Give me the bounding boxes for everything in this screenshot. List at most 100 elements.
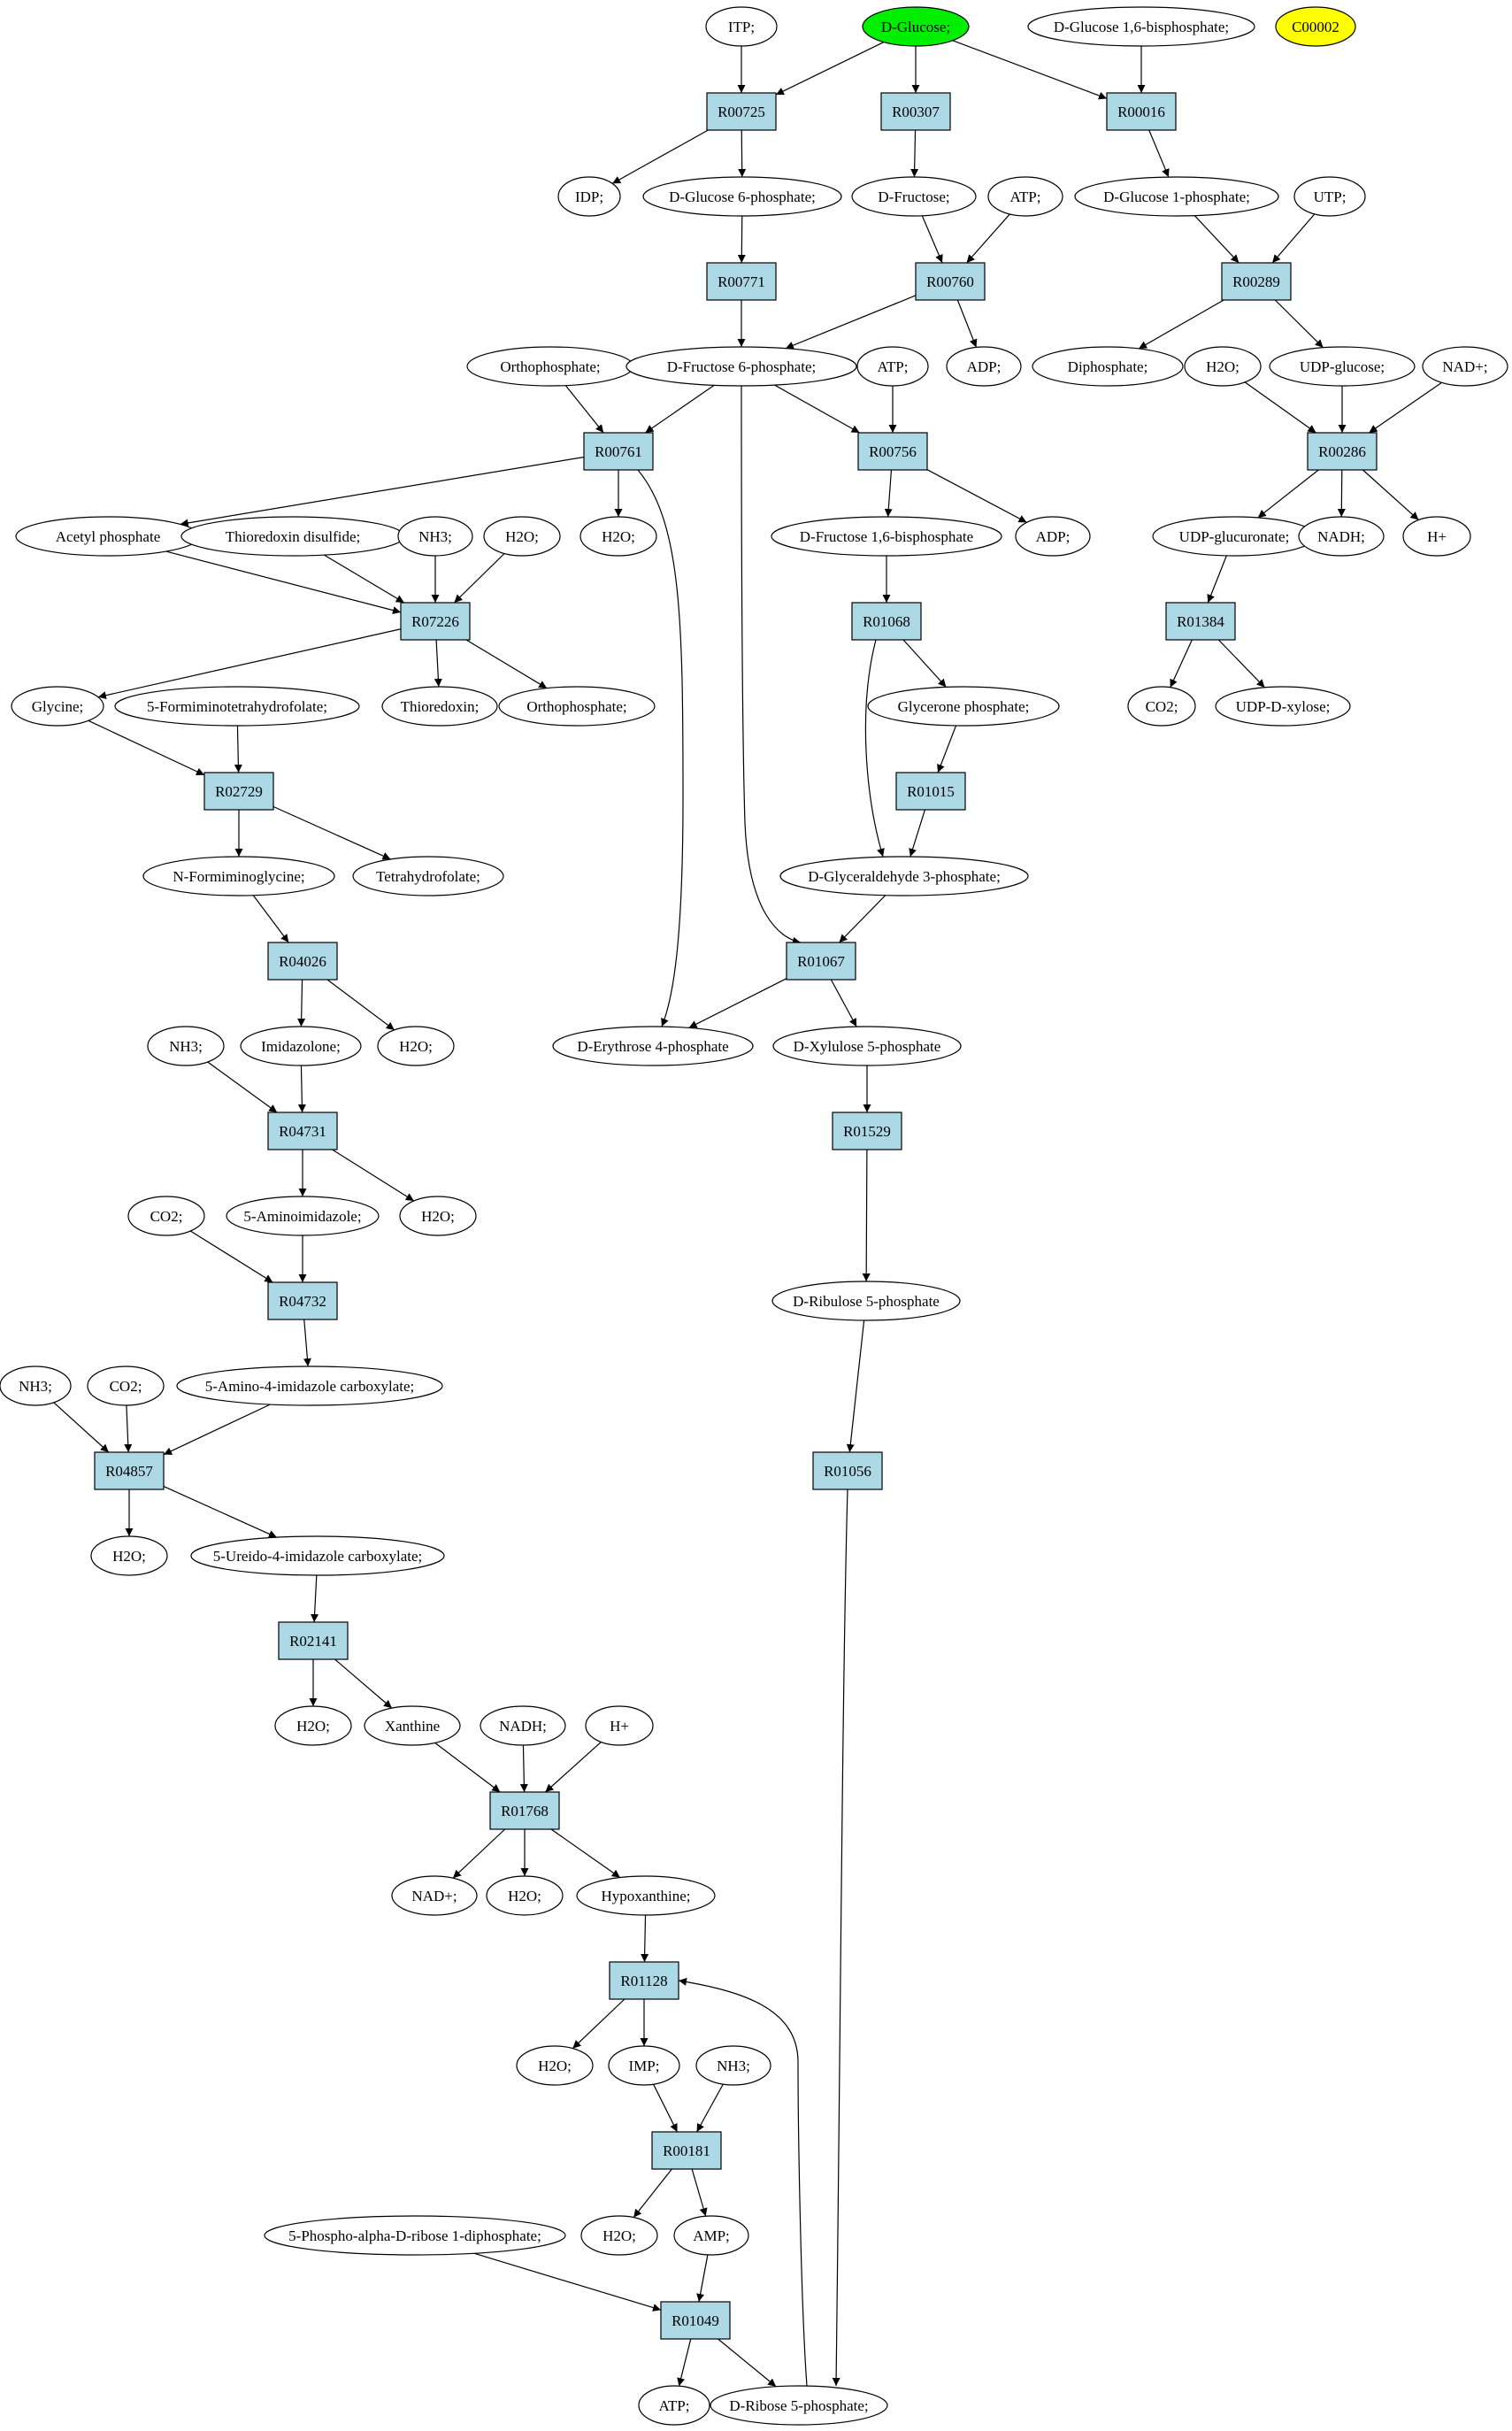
- reaction-node-R00725[interactable]: R00725: [706, 92, 777, 131]
- reaction-node-R01049[interactable]: R01049: [660, 2301, 731, 2340]
- compound-node-amp[interactable]: AMP;: [673, 2215, 749, 2256]
- compound-node-h2o_j[interactable]: H2O;: [580, 2215, 658, 2256]
- reaction-node-R00286[interactable]: R00286: [1307, 432, 1378, 471]
- compound-node-co2_b[interactable]: CO2;: [127, 1196, 205, 1236]
- compound-node-idp[interactable]: IDP;: [557, 176, 621, 217]
- compound-node-trxss[interactable]: Thioredoxin disulfide;: [180, 516, 405, 557]
- compound-node-dg6p[interactable]: D-Glucose 6-phosphate;: [642, 176, 842, 217]
- compound-node-5aiz[interactable]: 5-Aminoimidazole;: [226, 1196, 380, 1236]
- reaction-node-R00760[interactable]: R00760: [915, 262, 986, 301]
- reaction-node-R01015[interactable]: R01015: [895, 772, 966, 811]
- compound-node-thf[interactable]: Tetrahydrofolate;: [352, 856, 504, 896]
- compound-node-h2o_d[interactable]: H2O;: [377, 1026, 455, 1066]
- reaction-node-R01529[interactable]: R01529: [832, 1112, 902, 1150]
- compound-node-atp3[interactable]: ATP;: [638, 2385, 710, 2426]
- reaction-node-R01068[interactable]: R01068: [851, 602, 922, 641]
- compound-node-h2o_e[interactable]: H2O;: [399, 1196, 477, 1236]
- reaction-node-R00761[interactable]: R00761: [583, 432, 654, 471]
- compound-node-h2o_g[interactable]: H2O;: [274, 1705, 352, 1746]
- compound-node-atp2[interactable]: ATP;: [856, 346, 929, 387]
- compound-node-h2o_b[interactable]: H2O;: [483, 516, 561, 557]
- compound-node-df6p[interactable]: D-Fructose 6-phosphate;: [626, 346, 857, 387]
- compound-node-x5p[interactable]: D-Xylulose 5-phosphate: [772, 1026, 962, 1066]
- reaction-box: [94, 1451, 165, 1490]
- compound-node-ortho2[interactable]: Orthophosphate;: [498, 686, 656, 727]
- compound-node-trx[interactable]: Thioredoxin;: [381, 686, 498, 727]
- reaction-node-R00016[interactable]: R00016: [1106, 92, 1177, 131]
- compound-node-imp[interactable]: IMP;: [608, 2045, 680, 2086]
- compound-node-itp[interactable]: ITP;: [705, 6, 778, 47]
- compound-node-dfructose[interactable]: D-Fructose;: [851, 176, 977, 217]
- compound-node-dg16bp[interactable]: D-Glucose 1,6-bisphosphate;: [1027, 6, 1255, 47]
- compound-node-ortho1[interactable]: Orthophosphate;: [466, 346, 634, 387]
- compound-node-adp2[interactable]: ADP;: [1015, 516, 1091, 557]
- compound-node-hplus1[interactable]: H+: [1402, 516, 1471, 557]
- compound-node-co2_c[interactable]: CO2;: [87, 1366, 165, 1406]
- reaction-node-R01384[interactable]: R01384: [1165, 602, 1236, 641]
- compound-node-nfgly[interactable]: N-Formiminoglycine;: [142, 856, 335, 896]
- compound-node-glyceronep[interactable]: Glycerone phosphate;: [867, 686, 1060, 727]
- compound-ellipse: [397, 516, 473, 557]
- reaction-node-R00771[interactable]: R00771: [706, 262, 777, 301]
- compound-ellipse: [585, 1705, 654, 1746]
- compound-node-g3p[interactable]: D-Glyceraldehyde 3-phosphate;: [779, 856, 1029, 896]
- edge-c_dfructose-to-r_R00760: [921, 215, 943, 264]
- reaction-node-R00181[interactable]: R00181: [651, 2131, 722, 2170]
- compound-node-nh3_c[interactable]: NH3;: [0, 1366, 72, 1406]
- compound-node-nadp2[interactable]: NAD+;: [391, 1875, 478, 1916]
- compound-ellipse: [516, 2045, 594, 2086]
- compound-node-ru5p[interactable]: D-Ribulose 5-phosphate: [771, 1281, 961, 1321]
- compound-node-hplus2[interactable]: H+: [585, 1705, 654, 1746]
- compound-node-h2o_c[interactable]: H2O;: [579, 516, 657, 557]
- reaction-node-R00307[interactable]: R00307: [880, 92, 951, 131]
- reaction-node-R04857[interactable]: R04857: [94, 1451, 165, 1490]
- compound-node-e4p[interactable]: D-Erythrose 4-phosphate: [552, 1026, 754, 1066]
- compound-node-xanthine[interactable]: Xanthine: [364, 1705, 461, 1746]
- compound-node-5a4ic[interactable]: 5-Amino-4-imidazole carboxylate;: [176, 1366, 443, 1406]
- reaction-box: [278, 1621, 349, 1660]
- compound-node-nadh2[interactable]: NADH;: [480, 1705, 566, 1746]
- compound-node-h2o_h[interactable]: H2O;: [486, 1875, 564, 1916]
- compound-node-udpglc[interactable]: UDP-glucose;: [1269, 346, 1416, 387]
- compound-node-c00002[interactable]: C00002: [1275, 6, 1356, 47]
- reaction-node-R01067[interactable]: R01067: [786, 942, 856, 981]
- compound-node-r5p[interactable]: D-Ribose 5-phosphate;: [710, 2385, 888, 2426]
- compound-node-nh3_d[interactable]: NH3;: [695, 2045, 771, 2086]
- compound-node-acetylp[interactable]: Acetyl phosphate: [15, 516, 201, 557]
- reaction-node-R01056[interactable]: R01056: [812, 1451, 883, 1490]
- compound-node-glycine[interactable]: Glycine;: [11, 686, 104, 727]
- compound-node-diphos[interactable]: Diphosphate;: [1032, 346, 1184, 387]
- reaction-node-R07226[interactable]: R07226: [400, 602, 471, 641]
- compound-node-utp[interactable]: UTP;: [1293, 176, 1366, 217]
- compound-node-h2o_i[interactable]: H2O;: [516, 2045, 594, 2086]
- compound-node-nadh1[interactable]: NADH;: [1298, 516, 1385, 557]
- compound-node-dglucose[interactable]: D-Glucose;: [862, 6, 970, 47]
- compound-node-nh3_a[interactable]: NH3;: [397, 516, 473, 557]
- reaction-node-R00756[interactable]: R00756: [857, 432, 928, 471]
- compound-node-nadp[interactable]: NAD+;: [1422, 346, 1508, 387]
- compound-node-adp1[interactable]: ADP;: [946, 346, 1022, 387]
- compound-node-prpp[interactable]: 5-Phospho-alpha-D-ribose 1-diphosphate;: [264, 2215, 566, 2256]
- compound-node-dfbp[interactable]: D-Fructose 1,6-bisphosphate: [771, 516, 1002, 557]
- compound-node-imidazolone[interactable]: Imidazolone;: [240, 1026, 362, 1066]
- reaction-node-R01768[interactable]: R01768: [489, 1791, 560, 1830]
- compound-node-atp1[interactable]: ATP;: [987, 176, 1063, 217]
- compound-node-5fthf[interactable]: 5-Formiminotetrahydrofolate;: [114, 686, 360, 727]
- compound-node-nh3_b[interactable]: NH3;: [147, 1026, 225, 1066]
- compound-node-dg1p[interactable]: D-Glucose 1-phosphate;: [1074, 176, 1279, 217]
- compound-node-5u4ic[interactable]: 5-Ureido-4-imidazole carboxylate;: [190, 1535, 445, 1576]
- reaction-node-R01128[interactable]: R01128: [609, 1961, 679, 2000]
- reaction-node-R02729[interactable]: R02729: [203, 772, 274, 811]
- reaction-node-R04731[interactable]: R04731: [267, 1112, 338, 1150]
- compound-node-co2_a[interactable]: CO2;: [1127, 686, 1196, 727]
- compound-node-h2o_f[interactable]: H2O;: [90, 1535, 168, 1576]
- reaction-node-R04732[interactable]: R04732: [267, 1281, 338, 1320]
- compound-node-udpglcur[interactable]: UDP-glucuronate;: [1152, 516, 1316, 557]
- compound-node-udpxyl[interactable]: UDP-D-xylose;: [1215, 686, 1351, 727]
- reaction-node-R02141[interactable]: R02141: [278, 1621, 349, 1660]
- compound-node-h2o_a[interactable]: H2O;: [1184, 346, 1262, 387]
- reaction-node-R04026[interactable]: R04026: [267, 942, 338, 981]
- compound-node-hypox[interactable]: Hypoxanthine;: [576, 1875, 716, 1916]
- reaction-node-R00289[interactable]: R00289: [1221, 262, 1292, 301]
- compound-ellipse: [862, 6, 970, 47]
